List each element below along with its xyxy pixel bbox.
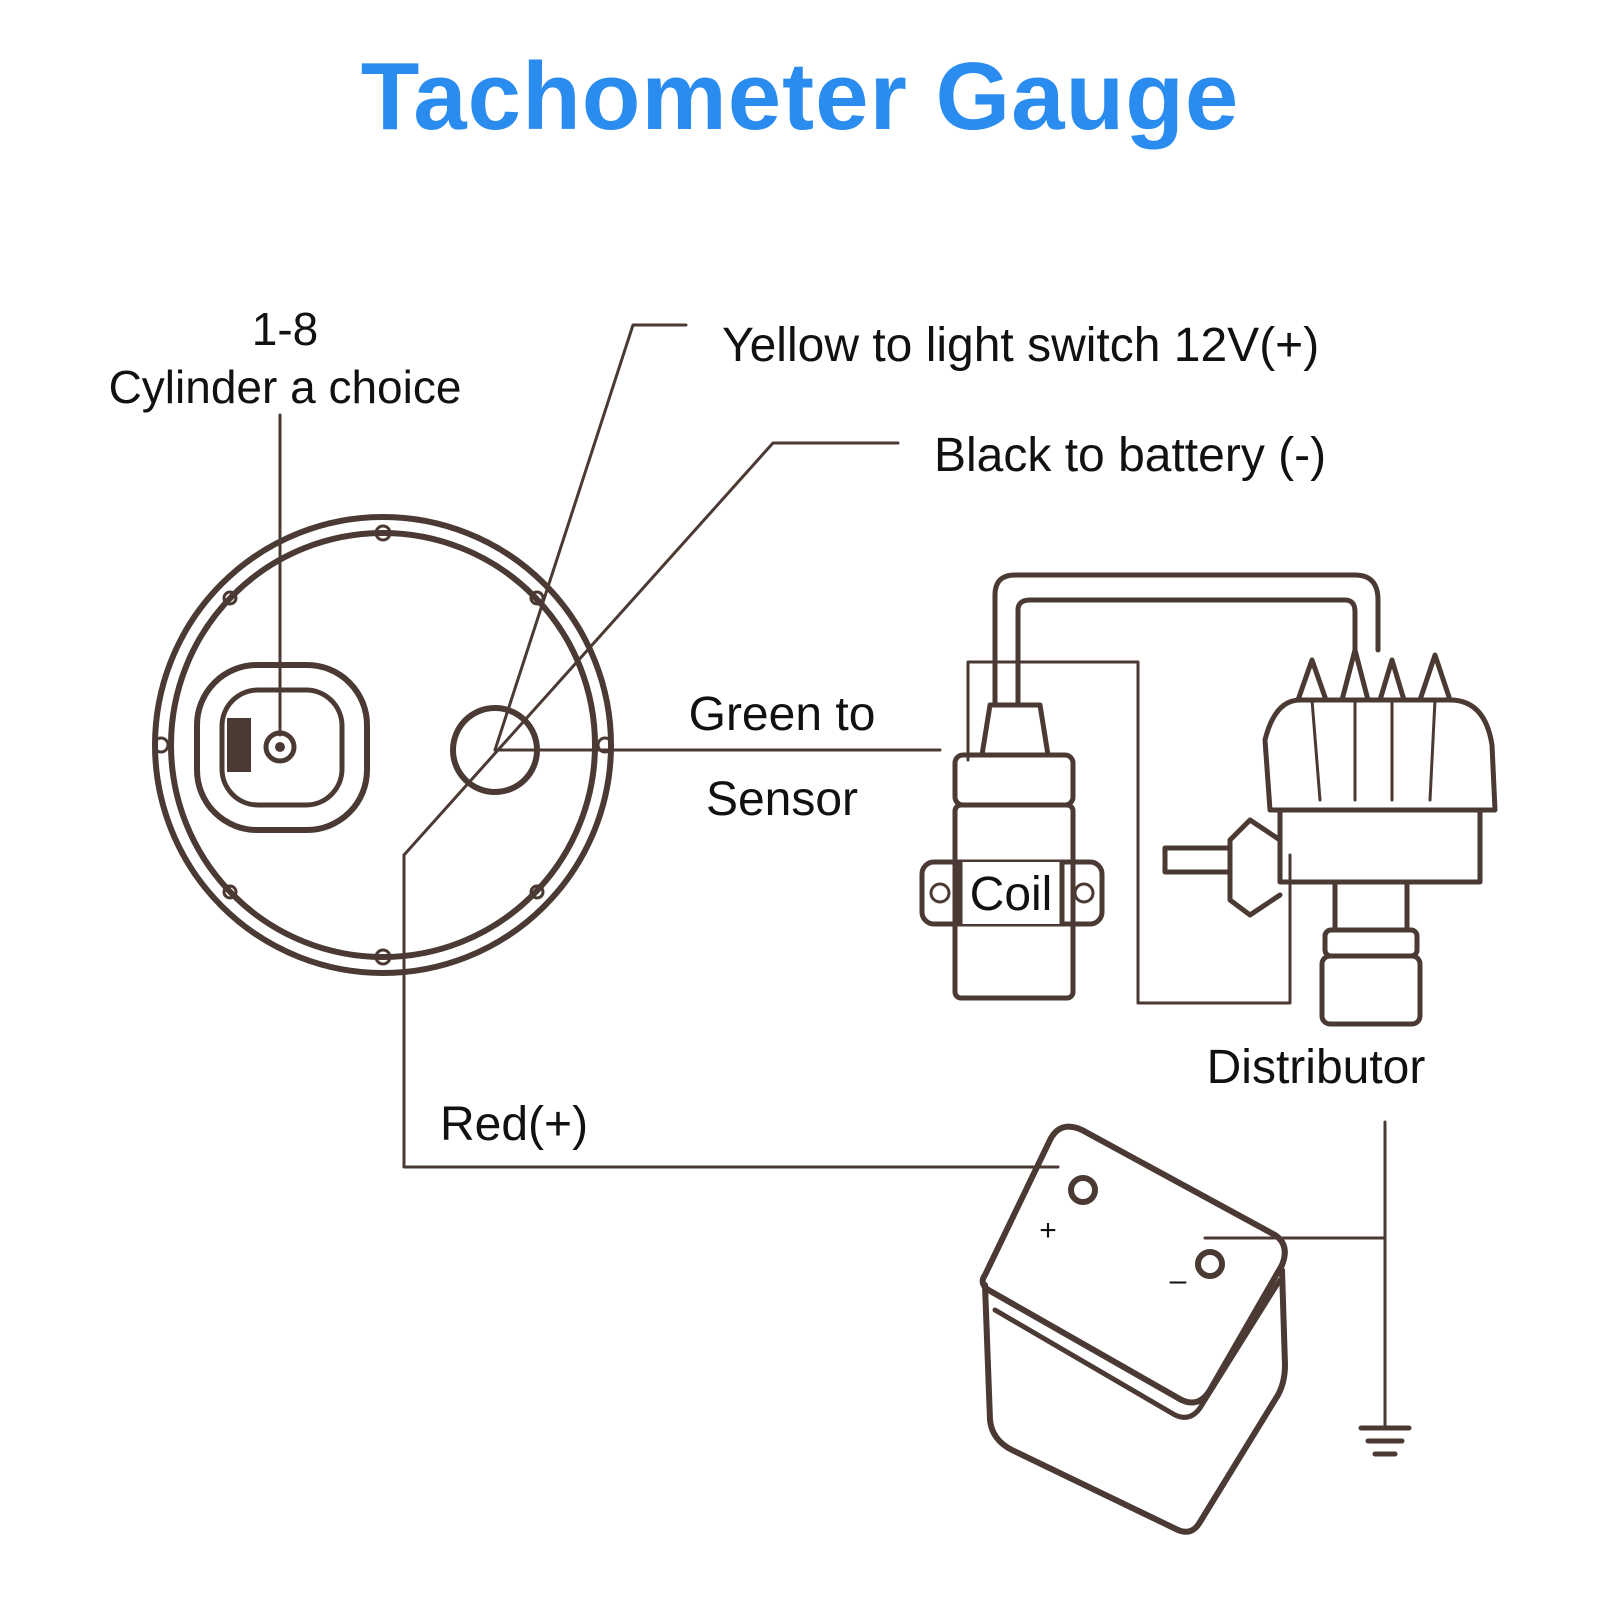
cap-tower-1	[1295, 657, 1329, 703]
ground-symbol	[1358, 1425, 1412, 1457]
cap-tower-2	[1339, 647, 1371, 703]
battery-rim	[992, 1277, 1283, 1420]
battery-negative-terminal	[1195, 1249, 1225, 1279]
cylinder-selector-inner	[219, 687, 345, 808]
cap-tower-4	[1417, 652, 1453, 703]
black-wire-label: Black to battery (-)	[934, 429, 1326, 482]
cylinder-choice-label: Cylinder a choice	[109, 361, 462, 413]
distributor-body	[1277, 807, 1483, 885]
green-wire-label-line1: Green to	[689, 688, 876, 741]
battery-minus-sign: –	[1170, 1264, 1187, 1297]
tachometer-gauge	[152, 514, 614, 976]
gauge-inner-ring	[168, 530, 598, 960]
coil-to-distributor-wire	[966, 660, 1292, 1005]
ignition-coil: Coil	[919, 572, 1381, 1005]
vacuum-advance	[1227, 817, 1283, 918]
battery-body	[982, 1267, 1288, 1535]
yellow-wire-line	[493, 323, 688, 752]
black-wire-line	[402, 441, 900, 857]
distributor-neck	[1332, 879, 1410, 933]
selector-tab	[227, 718, 251, 772]
distributor: Distributor	[1162, 647, 1498, 1094]
yellow-wire-label: Yellow to light switch 12V(+)	[722, 319, 1319, 372]
vacuum-nipple	[1162, 845, 1233, 875]
coil-body	[952, 802, 1076, 1001]
coil-collar	[952, 752, 1076, 808]
distributor-shaft	[1319, 953, 1423, 1027]
battery-positive-terminal	[1068, 1175, 1098, 1205]
cylinder-selector-housing	[194, 662, 370, 833]
coil-lead-outer	[992, 572, 1381, 708]
distributor-cap	[1262, 697, 1498, 813]
diagram-title: Tachometer Gauge	[360, 43, 1240, 150]
battery-plus-sign: +	[1039, 1214, 1057, 1247]
wires	[278, 323, 1387, 1430]
red-wire-line	[402, 853, 1060, 1169]
green-wire-label-line2: Sensor	[706, 773, 858, 826]
cap-tower-3	[1377, 657, 1407, 703]
coil-lead-inner	[1015, 597, 1358, 708]
red-wire-label: Red(+)	[440, 1098, 588, 1151]
coil-label: Coil	[970, 868, 1053, 921]
battery: + –	[979, 1123, 1288, 1535]
distributor-label: Distributor	[1207, 1041, 1426, 1094]
cylinder-number-label: 1-8	[252, 303, 318, 355]
coil-top-cap	[979, 702, 1051, 758]
